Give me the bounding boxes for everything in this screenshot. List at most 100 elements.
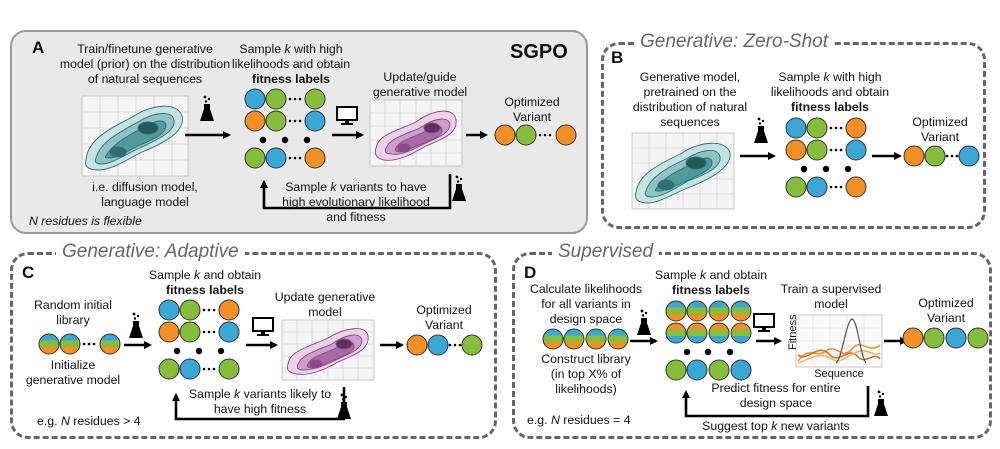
monitor-icon bbox=[753, 313, 775, 332]
d-sample-line1: Sample k and obtain bbox=[654, 268, 768, 282]
d-predict-line1: Predict fitness for entire bbox=[711, 381, 841, 395]
density-contour-plot bbox=[81, 95, 189, 177]
b-optimized-line1: Optimized bbox=[912, 115, 968, 129]
b-model-line1: Generative model, bbox=[639, 70, 741, 84]
c-sample-line2: fitness labels bbox=[166, 283, 244, 297]
d-train-line1: Train a supervised bbox=[780, 282, 882, 296]
d-predict-line2: design space bbox=[739, 396, 813, 410]
c-loop-line2: have high fitness bbox=[213, 402, 307, 416]
random-initial-library bbox=[38, 333, 121, 355]
right-arrow-icon bbox=[872, 152, 902, 160]
d-construct-line2: (in top X% of bbox=[550, 367, 622, 381]
d-train-line2: model bbox=[814, 297, 848, 311]
panel-b-letter: B bbox=[611, 48, 624, 67]
c-update-line1: Update generative bbox=[274, 290, 376, 304]
b-model-line2: pretrained on the bbox=[643, 85, 737, 99]
right-arrow-icon bbox=[740, 152, 776, 160]
a-sample-line3: fitness labels bbox=[252, 72, 330, 86]
feedback-loop-arrow bbox=[260, 174, 452, 210]
panel-d-letter: D bbox=[524, 263, 537, 282]
a-loop-line1: Sample k variants to have bbox=[285, 180, 427, 194]
monitor-icon bbox=[336, 106, 358, 125]
a-prior-line2: model (prior) on the distribution bbox=[59, 57, 231, 71]
b-optimized-line2: Variant bbox=[920, 130, 960, 144]
panel-a-letter: A bbox=[32, 38, 45, 57]
variant-grid bbox=[665, 300, 752, 381]
flask-icon bbox=[452, 175, 466, 201]
flask-icon bbox=[637, 309, 651, 335]
density-contour-plot bbox=[369, 99, 463, 167]
variant-grid bbox=[785, 117, 867, 198]
optimized-variant bbox=[494, 124, 577, 146]
a-prior-line1: Train/finetune generative bbox=[77, 42, 213, 56]
d-calc-line3: design space bbox=[549, 312, 623, 326]
flask-icon bbox=[337, 393, 351, 419]
b-model-line3: distribution of natural bbox=[632, 100, 748, 114]
optimized-variant bbox=[406, 334, 483, 356]
right-arrow-icon bbox=[246, 341, 278, 349]
a-update-line2: generative model bbox=[372, 85, 468, 99]
optimized-variant bbox=[902, 327, 989, 349]
c-optimized-line2: Variant bbox=[424, 318, 464, 332]
d-residues-note: e.g. N residues = 4 bbox=[527, 413, 631, 427]
a-loop-line2: high evolutionary likelihood bbox=[282, 195, 430, 209]
a-optimized-line1: Optimized bbox=[504, 95, 560, 109]
c-sample-line1: Sample k and obtain bbox=[148, 268, 262, 282]
d-suggest-label: Suggest top k new variants bbox=[702, 419, 850, 433]
a-optimized-line2: Variant bbox=[512, 110, 552, 124]
a-sample-line2: likelihoods and obtain bbox=[231, 57, 351, 71]
a-loop-line3: and fitness bbox=[326, 210, 386, 224]
a-update-line1: Update/guide bbox=[383, 70, 457, 84]
right-arrow-icon bbox=[124, 341, 152, 349]
density-contour-plot bbox=[631, 132, 735, 210]
b-sample-line1: Sample k with high bbox=[778, 70, 882, 84]
c-loop-line1: Sample k variants likely to bbox=[188, 387, 332, 401]
d-construct-line3: likelihoods) bbox=[555, 382, 617, 396]
c-init-line1: Initialize bbox=[50, 358, 96, 372]
monitor-icon bbox=[252, 317, 274, 336]
c-optimized-line1: Optimized bbox=[416, 303, 472, 317]
a-example-line1: i.e. diffusion model, bbox=[92, 180, 198, 194]
b-model-line4: sequences bbox=[660, 115, 720, 129]
c-random-line1: Random initial bbox=[34, 298, 112, 312]
right-arrow-icon bbox=[185, 131, 231, 139]
flask-icon bbox=[200, 95, 214, 121]
fitness-line-plot bbox=[795, 314, 883, 368]
variant-library bbox=[542, 328, 629, 350]
c-update-line2: model bbox=[308, 305, 342, 319]
panel-c-title: Generative: Adaptive bbox=[56, 241, 245, 263]
right-arrow-icon bbox=[630, 337, 658, 345]
panel-b-title: Generative: Zero-Shot bbox=[634, 31, 834, 53]
c-residues-note: e.g. N residues > 4 bbox=[37, 414, 141, 428]
b-sample-line2: likelihoods and obtain bbox=[770, 85, 890, 99]
a-prior-line3: of natural sequences bbox=[87, 72, 203, 86]
d-calc-line2: for all variants in bbox=[541, 297, 631, 311]
right-arrow-icon bbox=[332, 131, 364, 139]
feedback-loop-arrow bbox=[682, 386, 870, 418]
flask-icon bbox=[754, 117, 768, 143]
right-arrow-icon bbox=[884, 337, 908, 345]
panel-d-title: Supervised bbox=[552, 241, 660, 263]
d-x-axis-label: Sequence bbox=[814, 368, 864, 380]
d-optimized-line1: Optimized bbox=[918, 296, 974, 310]
variant-grid bbox=[158, 299, 240, 380]
a-residues-note: N residues is flexible bbox=[29, 214, 142, 228]
a-example-line2: language model bbox=[101, 195, 189, 209]
a-sample-line1: Sample k with high bbox=[239, 42, 343, 56]
variant-grid bbox=[244, 88, 326, 169]
density-contour-plot bbox=[281, 319, 375, 381]
flask-icon bbox=[129, 312, 143, 338]
right-arrow-icon bbox=[466, 131, 488, 139]
sgpo-badge: SGPO bbox=[510, 41, 568, 63]
c-random-line2: library bbox=[56, 313, 90, 327]
d-construct-line1: Construct library bbox=[541, 352, 631, 366]
d-y-axis-label: Fitness bbox=[787, 314, 799, 350]
flask-icon bbox=[874, 390, 888, 416]
optimized-variant bbox=[903, 145, 980, 167]
right-arrow-icon bbox=[380, 341, 404, 349]
b-sample-line3: fitness labels bbox=[791, 100, 869, 114]
d-sample-line2: fitness labels bbox=[672, 283, 750, 297]
c-init-line2: generative model bbox=[25, 373, 121, 387]
d-calc-line1: Calculate likelihoods bbox=[529, 282, 643, 296]
right-arrow-icon bbox=[756, 337, 782, 345]
